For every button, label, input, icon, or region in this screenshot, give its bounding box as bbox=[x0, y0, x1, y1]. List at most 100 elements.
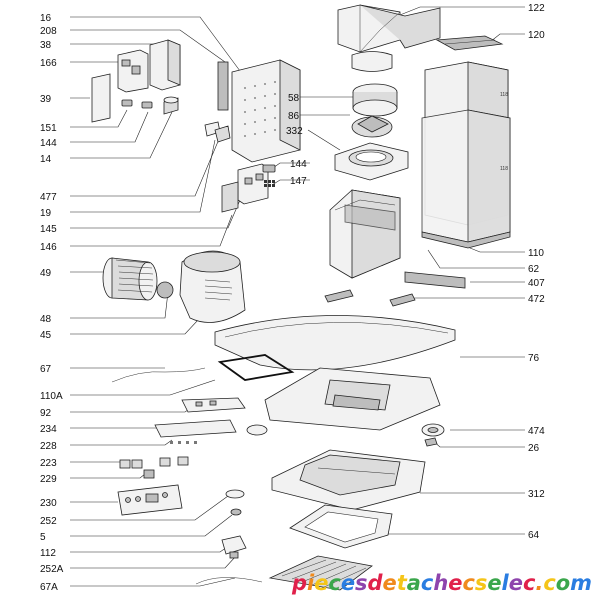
callout-230: 230 bbox=[40, 498, 57, 509]
callout-474: 474 bbox=[528, 426, 545, 437]
leader-252a bbox=[70, 555, 237, 569]
part-86-collar bbox=[351, 115, 393, 138]
watermark-letter: . bbox=[535, 571, 543, 595]
callout-252: 252 bbox=[40, 516, 57, 527]
part-110a-gasket bbox=[217, 354, 295, 381]
callout-92: 92 bbox=[40, 408, 52, 419]
leader-48 bbox=[70, 291, 169, 319]
callout-labels-left: 16 208 38 166 39 151 144 14 477 19 145 1… bbox=[40, 13, 64, 593]
watermark-letter: s bbox=[355, 571, 367, 595]
leader-14 bbox=[70, 111, 173, 159]
callout-144: 144 bbox=[40, 138, 57, 149]
watermark-letter: p bbox=[291, 571, 307, 595]
callout-151: 151 bbox=[40, 123, 57, 134]
callout-252a: 252A bbox=[40, 564, 64, 575]
leader-67a bbox=[70, 577, 236, 587]
watermark-letter: c bbox=[523, 571, 536, 595]
watermark-letter: e bbox=[341, 571, 355, 595]
watermark-letter: e bbox=[448, 571, 462, 595]
part-39-cover-plate bbox=[91, 73, 111, 123]
watermark-letter: c bbox=[462, 571, 475, 595]
part-477-19-clips bbox=[204, 121, 231, 143]
leader-5 bbox=[70, 514, 233, 537]
leader-228 bbox=[70, 439, 173, 446]
part-332-plate bbox=[334, 142, 409, 181]
watermark-letter: e bbox=[383, 571, 397, 595]
callout-472: 472 bbox=[528, 294, 545, 305]
watermark-letter: a bbox=[407, 571, 421, 595]
part-234-control-panel bbox=[154, 419, 237, 438]
leader-252 bbox=[70, 495, 229, 521]
part-230-front-panel bbox=[117, 484, 183, 516]
callout-228: 228 bbox=[40, 441, 57, 452]
part-67-cable bbox=[111, 367, 206, 383]
watermark-letter: s bbox=[475, 571, 487, 595]
callout-64: 64 bbox=[528, 530, 540, 541]
part-407-bracket bbox=[404, 271, 466, 289]
part-48-45-motor-housing bbox=[156, 250, 246, 323]
callout-146: 146 bbox=[40, 242, 57, 253]
watermark-letter: c bbox=[421, 571, 434, 595]
leader-147 bbox=[271, 179, 310, 186]
callout-332: 332 bbox=[286, 126, 303, 137]
part-hood-upper-body bbox=[264, 367, 441, 431]
callout-477: 477 bbox=[40, 192, 57, 203]
part-472-brackets bbox=[324, 289, 416, 307]
watermark-letter: d bbox=[368, 571, 384, 595]
part-16-rear-panel bbox=[217, 59, 301, 163]
chimney-mark-2: 118 bbox=[500, 166, 508, 172]
callout-86: 86 bbox=[288, 111, 300, 122]
part-38-166-electrical-box bbox=[117, 39, 181, 93]
callout-67a: 67A bbox=[40, 582, 58, 593]
watermark-logo: piecesdetachecselec.com bbox=[291, 571, 592, 595]
watermark-letter: e bbox=[314, 571, 328, 595]
leader-144a bbox=[70, 111, 149, 143]
callout-5: 5 bbox=[40, 532, 46, 543]
leader-62 bbox=[427, 249, 525, 269]
leader-472 bbox=[399, 297, 525, 303]
leader-16 bbox=[70, 16, 244, 76]
watermark-letter: h bbox=[433, 571, 448, 595]
callout-45: 45 bbox=[40, 330, 52, 341]
leader-120 bbox=[489, 33, 525, 43]
part-grease-filters bbox=[268, 555, 373, 591]
callout-48: 48 bbox=[40, 314, 52, 325]
callout-144-right: 144 bbox=[290, 159, 307, 170]
callout-62: 62 bbox=[528, 264, 540, 275]
leader-146 bbox=[70, 214, 233, 247]
leader-112 bbox=[70, 544, 231, 553]
part-110-chimney: 118 118 bbox=[421, 61, 511, 249]
part-151-144-14-components bbox=[121, 96, 179, 115]
callout-58: 58 bbox=[288, 93, 300, 104]
callout-120: 120 bbox=[528, 30, 545, 41]
callout-110: 110 bbox=[528, 248, 544, 259]
callout-112: 112 bbox=[40, 548, 56, 559]
part-312-lower-frame bbox=[271, 449, 426, 511]
callout-166: 166 bbox=[40, 58, 57, 69]
watermark-letter: i bbox=[307, 571, 315, 595]
callout-39: 39 bbox=[40, 94, 52, 105]
part-122-duct-connector bbox=[337, 4, 441, 72]
callout-38: 38 bbox=[40, 40, 52, 51]
leader-208 bbox=[70, 29, 226, 63]
leader-110a bbox=[70, 379, 216, 396]
watermark-letter: t bbox=[397, 571, 408, 595]
part-58-ring bbox=[352, 83, 398, 117]
callout-16: 16 bbox=[40, 13, 52, 24]
part-228-223-229-buttons bbox=[119, 441, 197, 479]
callout-147: 147 bbox=[290, 176, 307, 187]
watermark-letter: e bbox=[487, 571, 501, 595]
leader-19 bbox=[70, 139, 216, 213]
part-62-frame-box bbox=[329, 189, 401, 279]
callout-229: 229 bbox=[40, 474, 57, 485]
watermark-letter: o bbox=[556, 571, 570, 595]
callout-110a: 110A bbox=[40, 391, 63, 402]
part-252-5-112-lamp-parts bbox=[195, 489, 263, 585]
callout-208: 208 bbox=[40, 26, 57, 37]
leader-229 bbox=[70, 473, 146, 479]
callout-122: 122 bbox=[528, 3, 545, 14]
part-lamp-cap bbox=[246, 424, 268, 436]
callout-312: 312 bbox=[528, 489, 545, 500]
